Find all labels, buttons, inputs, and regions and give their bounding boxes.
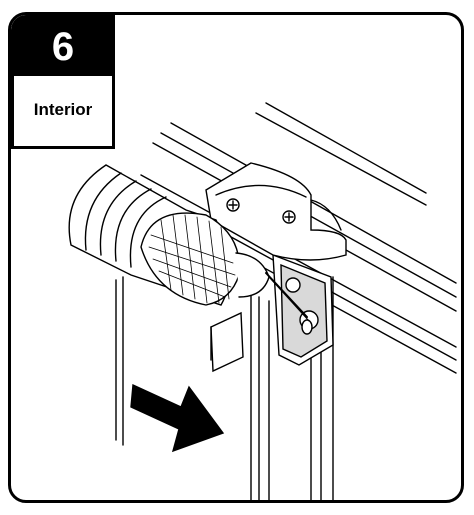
mounting-bracket <box>272 253 334 366</box>
installation-illustration <box>68 102 457 500</box>
power-drill <box>68 164 310 322</box>
top-clip <box>205 162 347 261</box>
step-number-box: 6 <box>14 18 112 76</box>
step-label: Interior <box>33 100 93 119</box>
direction-arrow-icon <box>130 383 225 453</box>
step-number: 6 <box>51 25 75 69</box>
step-badge: 6 Interior <box>11 15 115 149</box>
lower-bracket <box>210 311 244 373</box>
instruction-panel: 6 Interior <box>8 12 464 503</box>
